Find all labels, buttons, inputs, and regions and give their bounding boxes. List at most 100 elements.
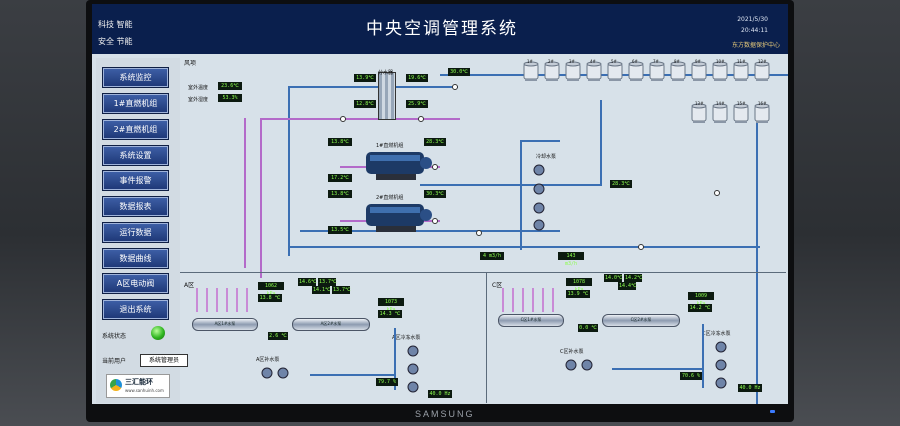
chiller2-out-temp: 13.5℃ <box>328 226 352 234</box>
cooling-tower[interactable]: 3# <box>564 59 582 82</box>
zone-a-pipe-bottom <box>310 374 396 376</box>
pump-icon <box>277 367 289 379</box>
cooling-tower-icon <box>544 61 560 81</box>
pump-out-temp: 28.3℃ <box>610 180 632 188</box>
cooling-tower-label: 5# <box>611 59 617 64</box>
cooling-tower-label: 10# <box>716 59 725 64</box>
valve-tower[interactable] <box>452 84 458 90</box>
cooling-tower-label: 7# <box>653 59 659 64</box>
nav-system-settings[interactable]: 系统设置 <box>103 146 168 165</box>
zone-c-pump-2[interactable] <box>580 356 594 371</box>
pipe-lower-return <box>300 230 560 232</box>
nav-exit-system[interactable]: 退出系统 <box>103 300 168 319</box>
zone-c-hx-2: C区2#水泵 <box>602 314 680 327</box>
hvac-screen: 科技 智能 安全 节能 中央空调管理系统 2021/5/30 20:44:11 … <box>92 4 788 404</box>
status-label: 系统状态 <box>102 333 127 340</box>
zone-c-percent: 70.6 % <box>680 372 702 380</box>
zone-a-pipe-riser <box>394 328 396 390</box>
cooling-tower[interactable]: 15# <box>732 101 750 124</box>
pipe-left-riser <box>288 86 290 256</box>
cooling-tower[interactable]: 1# <box>522 59 540 82</box>
cooling-tower-icon <box>712 103 728 123</box>
cooling-tower-label: 15# <box>737 101 746 106</box>
water-manifold <box>378 72 396 120</box>
zone-a-chw-pump-3[interactable] <box>406 378 420 393</box>
pump-icon <box>407 345 419 357</box>
valve-top-right[interactable] <box>418 116 424 122</box>
zone-c-pump-label: C区补水泵 <box>560 349 584 355</box>
valve-mid[interactable] <box>638 244 644 250</box>
cooling-tower[interactable]: 13# <box>690 101 708 124</box>
nav-data-curve[interactable]: 数据曲线 <box>103 249 168 268</box>
cooling-tower[interactable]: 2# <box>543 59 561 82</box>
zone-c-pump-1[interactable] <box>564 356 578 371</box>
cooling-tower-label: 3# <box>569 59 575 64</box>
cooling-tower[interactable]: 14# <box>711 101 729 124</box>
pump-icon <box>533 183 545 195</box>
nav-run-data[interactable]: 运行数据 <box>103 223 168 242</box>
zone-c-purple-lines <box>502 288 562 312</box>
cooling-tower[interactable]: 12# <box>753 59 771 82</box>
cooling-tower-label: 11# <box>737 59 746 64</box>
cooling-tower-icon <box>754 61 770 81</box>
valve-ch2-right[interactable] <box>432 218 438 224</box>
cooling-pump-3[interactable] <box>532 199 546 214</box>
zone-c-label: C区 <box>492 282 503 289</box>
nav-zone-a-valve[interactable]: A区电动阀 <box>103 274 168 293</box>
company-logo: 三汇能环 www.sanhuinh.com <box>106 374 170 398</box>
valve-return[interactable] <box>476 230 482 236</box>
zone-c-small-val: 0.0 ℃ <box>578 324 598 332</box>
zone-c-chw-pump-1[interactable] <box>714 338 728 353</box>
nav-chiller-2[interactable]: 2#直燃机组 <box>103 120 168 139</box>
zone-a-chw-pump-2[interactable] <box>406 360 420 375</box>
zone-a-pressure: 1062 kPa <box>258 282 284 297</box>
zone-a-percent: 79.7 % <box>376 378 398 386</box>
pipe-purple-far-left <box>244 118 246 268</box>
zone-a-purple-lines <box>196 288 256 312</box>
valve-top-left[interactable] <box>340 116 346 122</box>
cooling-pump-1[interactable] <box>532 161 546 176</box>
nav-system-monitor[interactable]: 系统监控 <box>103 68 168 87</box>
cooling-tower[interactable]: 4# <box>585 59 603 82</box>
slogan: 科技 智能 安全 节能 <box>98 16 133 50</box>
pipe-tower-return <box>600 100 602 184</box>
cooling-tower[interactable]: 9# <box>690 59 708 82</box>
cooling-tower-icon <box>691 103 707 123</box>
zone-a-chw-pump-1[interactable] <box>406 342 420 357</box>
zone-c-chw-pump-3[interactable] <box>714 374 728 389</box>
zone-a-pump2-label: A区冷冻水泵 <box>392 335 421 341</box>
zone-a-pump-2[interactable] <box>276 364 290 379</box>
zone-a-pump-1[interactable] <box>260 364 274 379</box>
cooling-tower-icon <box>586 61 602 81</box>
cooling-tower[interactable]: 11# <box>732 59 750 82</box>
cooling-tower[interactable]: 8# <box>669 59 687 82</box>
cooling-tower[interactable]: 5# <box>606 59 624 82</box>
nav-data-report[interactable]: 数据报表 <box>103 197 168 216</box>
chiller1-label: 1#直燃机组 <box>376 143 404 149</box>
zone-c-chw-pump-2[interactable] <box>714 356 728 371</box>
cooling-tower-icon <box>733 103 749 123</box>
zone-c-pressure-2: 1009 kPa <box>688 292 714 307</box>
zone-a-hx-2-label: A区2#水泵 <box>320 321 342 326</box>
cooling-pump-2[interactable] <box>532 180 546 195</box>
slogan-line-2: 安全 节能 <box>98 37 133 46</box>
nav-event-alarm[interactable]: 事件报警 <box>103 171 168 190</box>
logo-url: www.sanhuinh.com <box>125 388 164 393</box>
cooling-pump-4[interactable] <box>532 216 546 231</box>
valve-ch1-right[interactable] <box>432 164 438 170</box>
page-title: 中央空调管理系统 <box>366 19 518 39</box>
cooling-tower[interactable]: 16# <box>753 101 771 124</box>
cooling-tower[interactable]: 7# <box>648 59 666 82</box>
valve-pump-out[interactable] <box>714 190 720 196</box>
nav-chiller-1[interactable]: 1#直燃机组 <box>103 94 168 113</box>
cooling-tower[interactable]: 6# <box>627 59 645 82</box>
pump-icon <box>407 363 419 375</box>
cooling-tower[interactable]: 10# <box>711 59 729 82</box>
zone-a-hz: 40.0 Hz <box>428 390 452 398</box>
cooling-tower-icon <box>754 103 770 123</box>
zone-a-hx-1: A区1#水泵 <box>192 318 258 331</box>
cooling-tower-icon <box>670 61 686 81</box>
chiller1-in-temp: 13.8℃ <box>328 138 352 146</box>
power-led <box>770 410 775 413</box>
chiller-1 <box>364 148 434 182</box>
